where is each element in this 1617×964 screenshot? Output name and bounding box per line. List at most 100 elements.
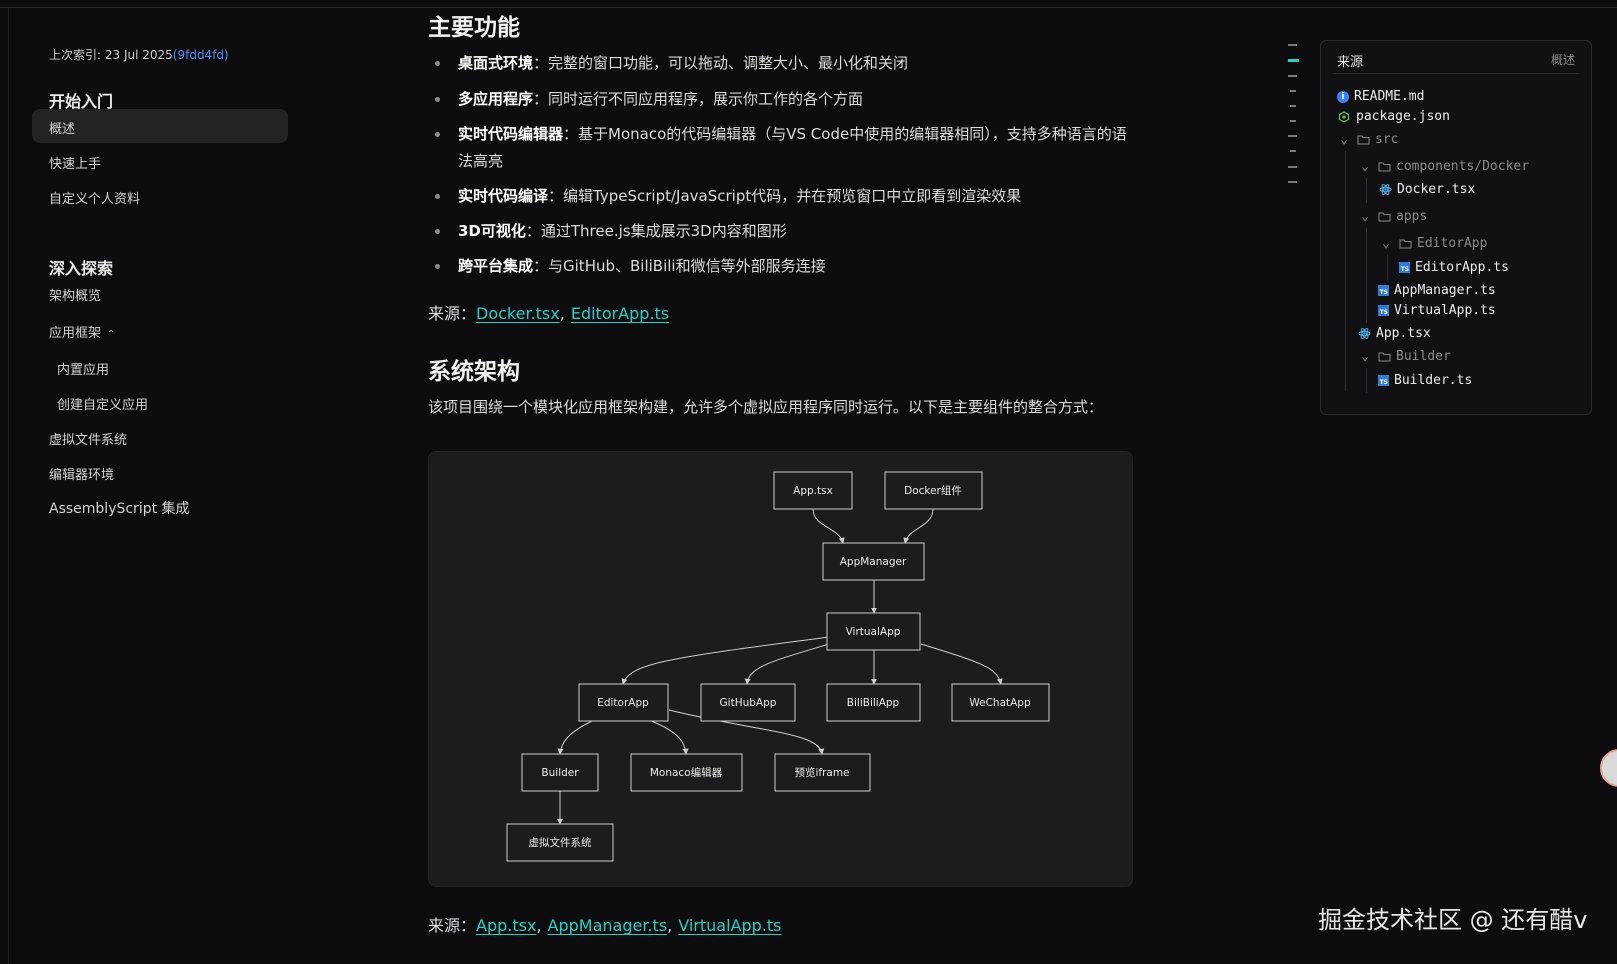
toc-mark[interactable] bbox=[1288, 166, 1297, 168]
folder-icon bbox=[1377, 160, 1391, 174]
tree-folder-apps[interactable]: ⌄apps bbox=[1358, 209, 1427, 224]
architecture-title: 系统架构 bbox=[428, 359, 520, 385]
node-docker: Docker组件 bbox=[884, 471, 983, 510]
commit-link[interactable]: (9fdd4fd) bbox=[172, 48, 229, 62]
typescript-icon: TS bbox=[1378, 305, 1389, 316]
toc-mark[interactable] bbox=[1288, 44, 1297, 46]
watermark: 掘金技术社区 @ 还有醋v bbox=[1318, 906, 1588, 934]
sidebar-item-create-custom-app[interactable]: 创建自定义应用 bbox=[57, 398, 149, 413]
tree-folder-builder[interactable]: ⌄Builder bbox=[1358, 349, 1451, 364]
diagram-svg: App.tsx Docker组件 AppManager VirtualApp E… bbox=[506, 471, 1050, 862]
svg-text:AppManager: AppManager bbox=[840, 556, 907, 568]
source-link-appmanager[interactable]: AppManager.ts bbox=[547, 916, 668, 935]
edge-virtual-editor bbox=[621, 636, 830, 685]
sidebar-item-app-framework[interactable]: 应用框架 ⌃ bbox=[49, 322, 115, 341]
feature-item: 实时代码编译：编辑TypeScript/JavaScript代码，并在预览窗口中… bbox=[428, 183, 1138, 210]
toc-mark[interactable] bbox=[1290, 90, 1296, 92]
tree-folder-components-docker[interactable]: ⌄components/Docker bbox=[1358, 159, 1529, 174]
typescript-icon: TS bbox=[1378, 375, 1389, 386]
sidebar-item-customize-profile[interactable]: 自定义个人资料 bbox=[49, 192, 141, 207]
sidebar: 上次索引: 23 Jul 2025(9fdd4fd) 开始入门 概述 快速上手 … bbox=[8, 8, 309, 964]
react-icon bbox=[1378, 183, 1392, 197]
architecture-diagram: App.tsx Docker组件 AppManager VirtualApp E… bbox=[428, 451, 1133, 887]
source-link-virtualapp[interactable]: VirtualApp.ts bbox=[678, 916, 782, 935]
last-indexed: 上次索引: 23 Jul 2025(9fdd4fd) bbox=[49, 46, 229, 63]
node-editorapp: EditorApp bbox=[578, 683, 669, 722]
source-label-2: 来源： bbox=[428, 916, 477, 935]
sources-line-1: 来源：Docker.tsx,EditorApp.ts bbox=[428, 304, 670, 323]
feature-item: 桌面式环境：完整的窗口功能，可以拖动、调整大小、最小化和关闭 bbox=[428, 50, 1138, 77]
svg-text:Builder: Builder bbox=[541, 767, 579, 779]
edge-docker-manager bbox=[903, 508, 934, 544]
svg-text:GitHubApp: GitHubApp bbox=[720, 697, 777, 709]
sidebar-item-architecture[interactable]: 架构概览 bbox=[49, 289, 102, 304]
folder-icon bbox=[1377, 210, 1391, 224]
toc-mark[interactable] bbox=[1290, 120, 1296, 122]
toc-mark[interactable] bbox=[1288, 135, 1297, 137]
svg-text:虚拟文件系统: 虚拟文件系统 bbox=[529, 836, 592, 849]
folder-icon bbox=[1398, 237, 1412, 251]
chevron-up-icon[interactable]: ⌃ bbox=[107, 329, 116, 340]
node-bilibiliapp: BiliBiliApp bbox=[826, 683, 921, 722]
tree-file-app-tsx[interactable]: App.tsx bbox=[1357, 326, 1431, 341]
node-preview-iframe: 预览iframe bbox=[774, 753, 871, 792]
typescript-icon: TS bbox=[1399, 262, 1410, 273]
architecture-paragraph: 该项目围绕一个模块化应用框架构建，允许多个虚拟应用程序同时运行。以下是主要组件的… bbox=[428, 398, 1104, 416]
tree-folder-editorapp[interactable]: ⌄EditorApp bbox=[1379, 236, 1487, 251]
svg-text:EditorApp: EditorApp bbox=[597, 697, 649, 709]
chevron-down-icon: ⌄ bbox=[1361, 349, 1369, 364]
sources-panel-title: 来源 bbox=[1337, 55, 1364, 70]
sidebar-item-builtin-apps[interactable]: 内置应用 bbox=[57, 363, 110, 378]
svg-text:VirtualApp: VirtualApp bbox=[846, 626, 901, 638]
source-link-app[interactable]: App.tsx bbox=[476, 916, 537, 935]
toc-mark-active[interactable] bbox=[1288, 59, 1299, 62]
info-icon: i bbox=[1337, 90, 1349, 103]
top-bar bbox=[0, 0, 1617, 8]
sidebar-item-assemblyscript[interactable]: AssemblyScript 集成 bbox=[49, 501, 190, 517]
sources-line-2: 来源：App.tsx,AppManager.ts,VirtualApp.ts bbox=[428, 916, 782, 935]
edge-editor-builder bbox=[557, 719, 595, 755]
react-icon bbox=[1357, 327, 1371, 341]
sidebar-item-vfs[interactable]: 虚拟文件系统 bbox=[49, 433, 128, 448]
sidebar-item-editor-env[interactable]: 编辑器环境 bbox=[49, 468, 115, 483]
chevron-down-icon: ⌄ bbox=[1382, 236, 1390, 251]
sidebar-group-getting-started: 开始入门 bbox=[49, 92, 114, 111]
node-wechatapp: WeChatApp bbox=[951, 683, 1050, 722]
svg-text:App.tsx: App.tsx bbox=[793, 485, 833, 497]
sidebar-item-overview-active[interactable] bbox=[32, 109, 288, 143]
toc-mark[interactable] bbox=[1290, 105, 1296, 107]
feature-item: 实时代码编辑器：基于Monaco的代码编辑器（与VS Code中使用的编辑器相同… bbox=[428, 121, 1138, 175]
svg-text:Docker组件: Docker组件 bbox=[904, 484, 962, 497]
sidebar-item-quickstart[interactable]: 快速上手 bbox=[49, 157, 102, 172]
chevron-down-icon: ⌄ bbox=[1361, 209, 1369, 224]
feature-item: 多应用程序：同时运行不同应用程序，展示你工作的各个方面 bbox=[428, 86, 1138, 113]
sources-panel-tab-overview[interactable]: 概述 bbox=[1550, 53, 1575, 67]
toc-mark[interactable] bbox=[1288, 181, 1297, 183]
feature-item: 3D可视化：通过Three.js集成展示3D内容和图形 bbox=[428, 218, 1138, 245]
svg-text:预览iframe: 预览iframe bbox=[794, 766, 849, 779]
toc-mark[interactable] bbox=[1290, 150, 1296, 152]
tree-file-docker-tsx[interactable]: Docker.tsx bbox=[1378, 182, 1475, 197]
sidebar-item-overview[interactable]: 概述 bbox=[49, 122, 76, 137]
toc-mark[interactable] bbox=[1288, 75, 1297, 77]
node-virtualapp: VirtualApp bbox=[826, 612, 921, 651]
chevron-down-icon: ⌄ bbox=[1340, 132, 1348, 147]
source-link-editorapp[interactable]: EditorApp.ts bbox=[570, 304, 670, 323]
floating-assistant-icon[interactable] bbox=[1600, 749, 1617, 787]
node-githubapp: GitHubApp bbox=[700, 683, 796, 722]
svg-text:Monaco编辑器: Monaco编辑器 bbox=[650, 766, 723, 779]
edge-editor-monaco bbox=[648, 719, 689, 755]
package-icon bbox=[1337, 110, 1351, 124]
tree-file-package-json[interactable]: package.json bbox=[1337, 109, 1450, 124]
source-link-docker[interactable]: Docker.tsx bbox=[476, 304, 560, 323]
sidebar-item-app-framework-label: 应用框架 bbox=[49, 326, 102, 341]
typescript-icon: TS bbox=[1378, 285, 1389, 296]
source-label: 来源： bbox=[428, 304, 477, 323]
features-title: 主要功能 bbox=[428, 15, 520, 41]
tree-folder-src[interactable]: ⌄src bbox=[1337, 132, 1398, 147]
